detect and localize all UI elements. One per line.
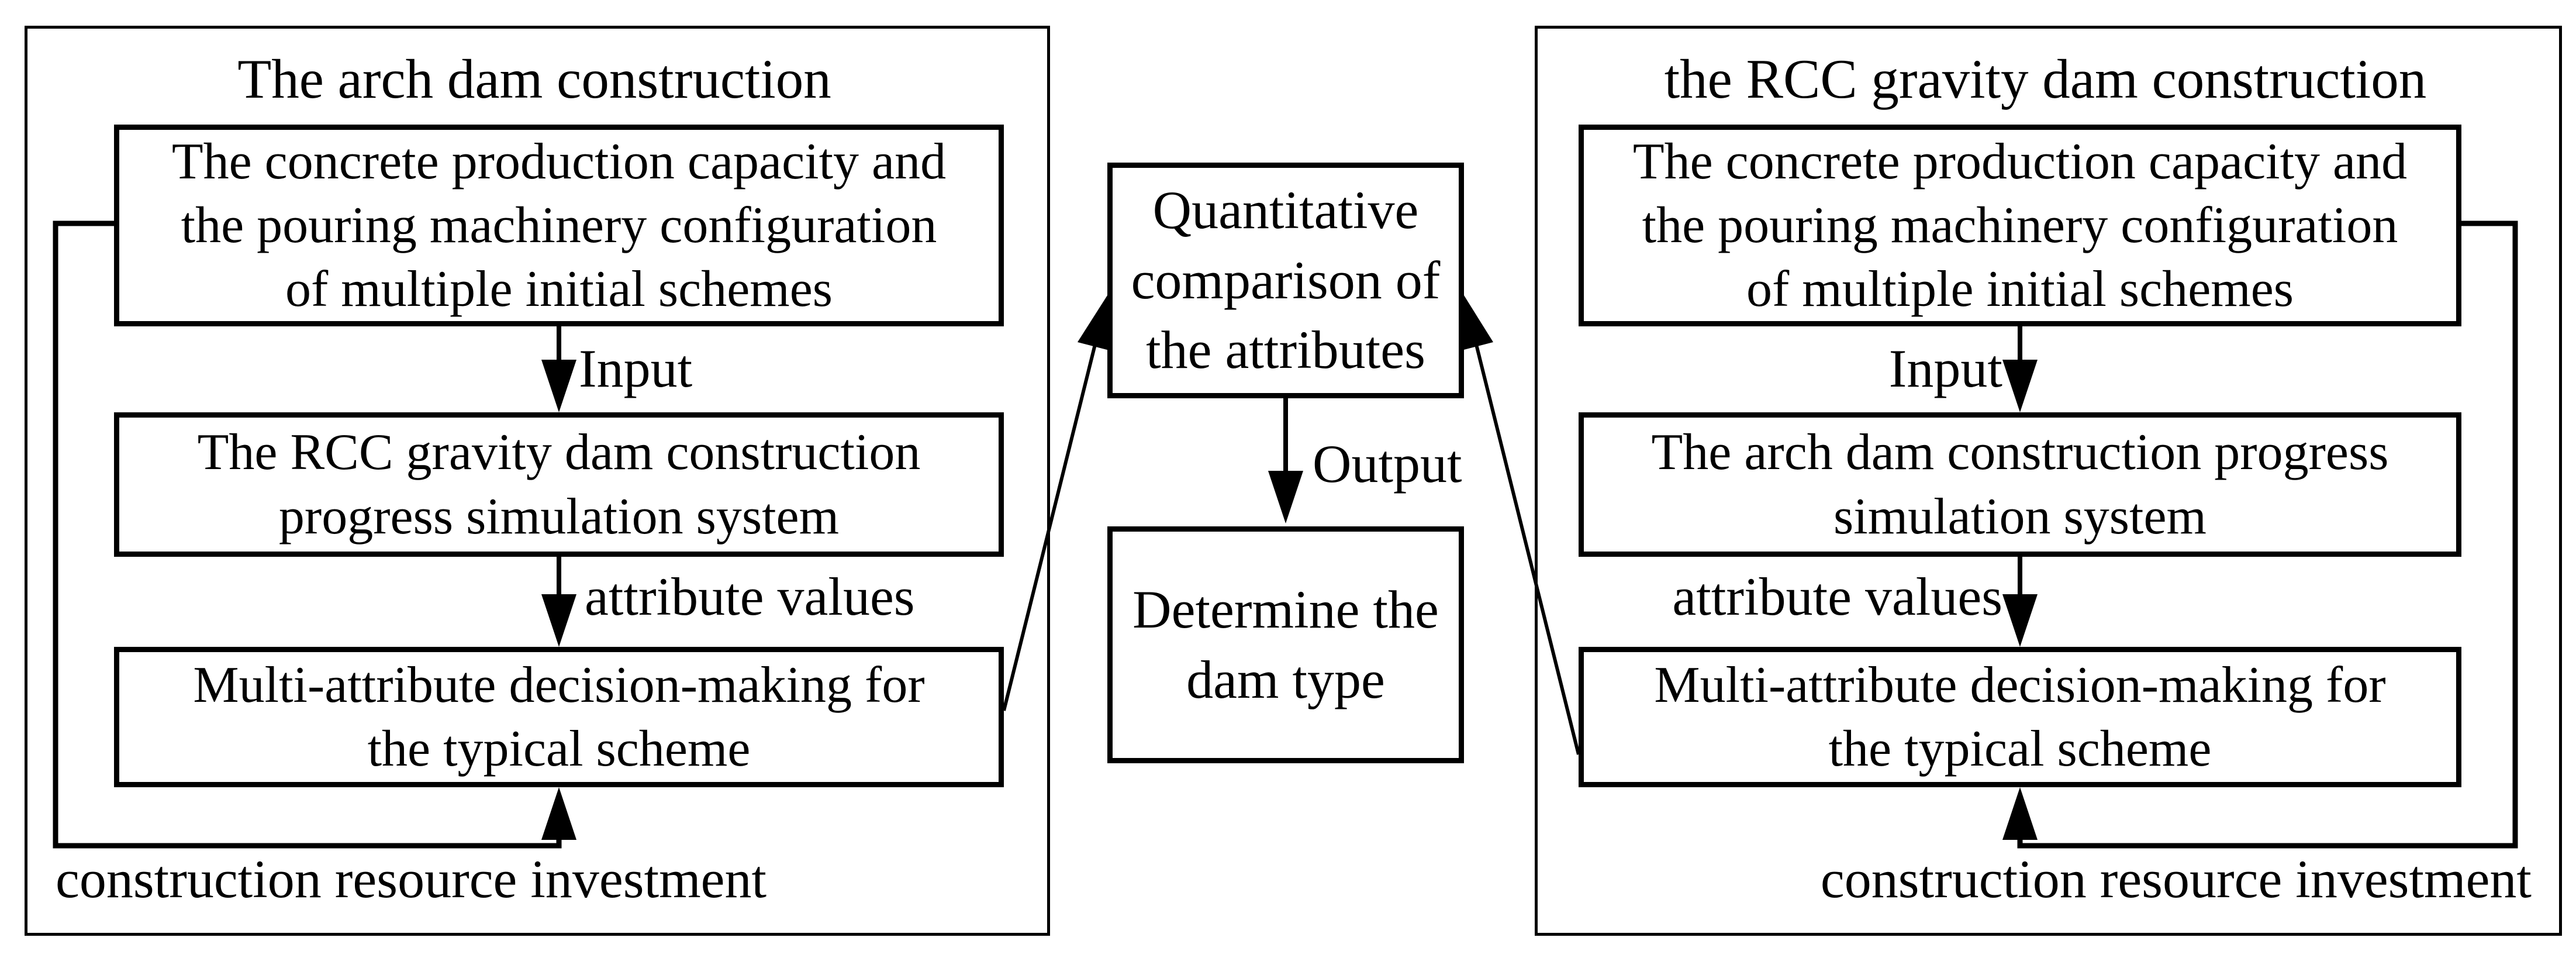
output-arrow-label: Output (1313, 434, 1462, 494)
attribute-values-arrow-left (541, 557, 576, 647)
feedback-arrow-right (2002, 220, 2518, 849)
box-text-line: Quantitative (1152, 180, 1419, 240)
box-text-line: Multi-attribute decision-making for (1654, 656, 2386, 714)
box-text-line: The RCC gravity dam construction (197, 424, 921, 481)
arrow-down-icon (541, 360, 576, 412)
box-text-line: The concrete production capacity and (1632, 133, 2408, 190)
arrow-up-right-icon (1078, 295, 1111, 351)
box-text-line: comparison of (1131, 250, 1441, 310)
diagonal-arrow-left (1002, 295, 1111, 711)
arch-decision-making-box: Multi-attribute decision-making for the … (114, 647, 1004, 787)
construction-resource-investment-label-left: construction resource investment (56, 849, 767, 909)
arrow-up-icon (2002, 787, 2038, 840)
arrow-down-icon (2002, 594, 2038, 647)
rcc-panel-simulation-system-box: The arch dam construction progress simul… (1579, 412, 2461, 557)
input-arrow-left (541, 326, 576, 412)
box-text-line: simulation system (1833, 488, 2206, 545)
input-arrow-label-left: Input (579, 339, 693, 398)
arch-initial-schemes-box: The concrete production capacity and the… (114, 125, 1004, 326)
quantitative-comparison-box: Quantitative comparison of the attribute… (1107, 163, 1464, 398)
arch-dam-panel (25, 26, 1050, 936)
box-text-line: Multi-attribute decision-making for (193, 656, 925, 714)
arrow-down-icon (541, 594, 576, 647)
box-text-line: the typical scheme (367, 721, 751, 777)
feedback-arrow-left (53, 220, 576, 849)
box-text-line: the pouring machinery configuration (181, 197, 937, 254)
arrow-up-left-icon (1459, 295, 1493, 351)
box-text-line: progress simulation system (278, 488, 840, 545)
arrow-down-icon (1268, 471, 1303, 523)
attribute-values-arrow-right (2002, 557, 2038, 647)
box-text-line: the typical scheme (1828, 721, 2212, 777)
construction-resource-investment-label-right: construction resource investment (1820, 849, 2532, 909)
input-arrow-label-right: Input (1888, 339, 2002, 398)
box-text-line: of multiple initial schemes (285, 261, 833, 318)
determine-dam-type-box: Determine the dam type (1107, 526, 1464, 763)
box-text-line: The arch dam construction progress (1651, 424, 2389, 481)
rcc-decision-making-box: Multi-attribute decision-making for the … (1579, 647, 2461, 787)
box-text-line: dam type (1186, 649, 1385, 709)
arch-dam-panel-title: The arch dam construction (237, 48, 831, 110)
box-text-line: the pouring machinery configuration (1642, 197, 2398, 254)
box-text-line: Determine the (1132, 579, 1439, 639)
arrow-down-icon (2002, 360, 2038, 412)
box-text-line: of multiple initial schemes (1746, 261, 2294, 318)
box-text-line: The concrete production capacity and (171, 133, 947, 190)
rcc-initial-schemes-box: The concrete production capacity and the… (1579, 125, 2461, 326)
diagonal-arrow-right (1459, 295, 1580, 755)
input-arrow-right (2002, 326, 2038, 412)
arrow-up-icon (541, 787, 576, 840)
box-text-line: the attributes (1146, 320, 1425, 380)
output-arrow (1268, 398, 1303, 523)
rcc-dam-panel-title: the RCC gravity dam construction (1664, 48, 2427, 110)
arch-panel-simulation-system-box: The RCC gravity dam construction progres… (114, 412, 1004, 557)
rcc-dam-panel (1535, 26, 2562, 936)
attribute-values-label-right: attribute values (1672, 567, 2002, 626)
attribute-values-label-left: attribute values (585, 567, 915, 626)
